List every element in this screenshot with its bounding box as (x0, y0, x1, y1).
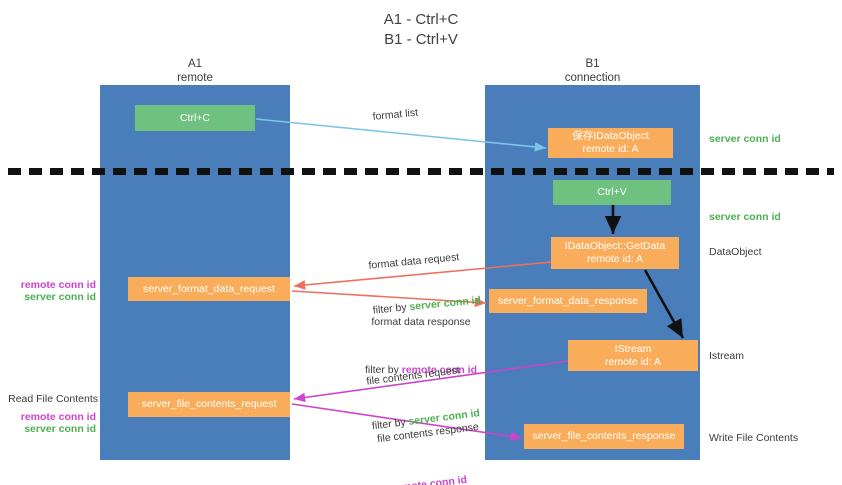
box-server-file-contents-request[interactable]: server_file_contents_request (128, 392, 290, 417)
label-file-contents-request-line1: file contents request (365, 364, 461, 388)
box-server-format-data-request[interactable]: server_format_data_request (128, 277, 290, 301)
label-format-data-response: format data response filter by remote co… (337, 285, 505, 408)
label-format-data-response-line1: format data response (371, 316, 471, 328)
label-format-data-response-line2: filter by remote conn id (364, 364, 478, 376)
label-read-file-contents: Read File Contents (8, 393, 98, 405)
label-left-remote-conn-id-2: remote conn id (20, 411, 96, 423)
box-server-format-data-response[interactable]: server_format_data_response (489, 289, 647, 313)
label-format-data-request-line1: format data request (367, 251, 460, 272)
lane-a1-header: A1 remote (177, 58, 213, 84)
box-ctrl-v[interactable]: Ctrl+V (553, 180, 671, 205)
label-left-server-conn-id-1: server conn id (24, 291, 96, 303)
label-write-file-contents: Write File Contents (709, 432, 799, 444)
box-idataobject-getdata[interactable]: IDataObject::GetData remote id: A (551, 237, 679, 269)
label-dataobject: DataObject (709, 246, 762, 258)
box-server-file-contents-response[interactable]: server_file_contents_response (524, 424, 684, 449)
label-file-contents-response: file contents response filter by remote … (345, 390, 490, 485)
key-remote-conn-id: remote conn id (401, 364, 478, 376)
phase-divider (8, 168, 834, 175)
lane-b1-header: B1 connection (564, 58, 621, 84)
box-ctrl-c[interactable]: Ctrl+C (135, 105, 255, 131)
key-remote-conn-id: remote conn id (391, 473, 468, 485)
label-left-server-conn-id-2: server conn id (24, 423, 96, 435)
box-save-idataobject[interactable]: 保存IDataObject remote id: A (548, 128, 673, 158)
label-istream: Istream (709, 350, 745, 362)
label-format-list: format list (372, 106, 419, 123)
label-server-conn-id-top: server conn id (709, 133, 781, 145)
page-title: A1 - Ctrl+C B1 - Ctrl+V (383, 11, 459, 48)
label-left-remote-conn-id-1: remote conn id (20, 279, 96, 291)
label-server-conn-id-second: server conn id (709, 211, 781, 223)
label-file-contents-response-line1: file contents response (376, 420, 480, 446)
box-istream[interactable]: IStream remote id: A (568, 340, 698, 371)
label-file-contents-response-line2: filter by remote conn id (354, 465, 486, 485)
